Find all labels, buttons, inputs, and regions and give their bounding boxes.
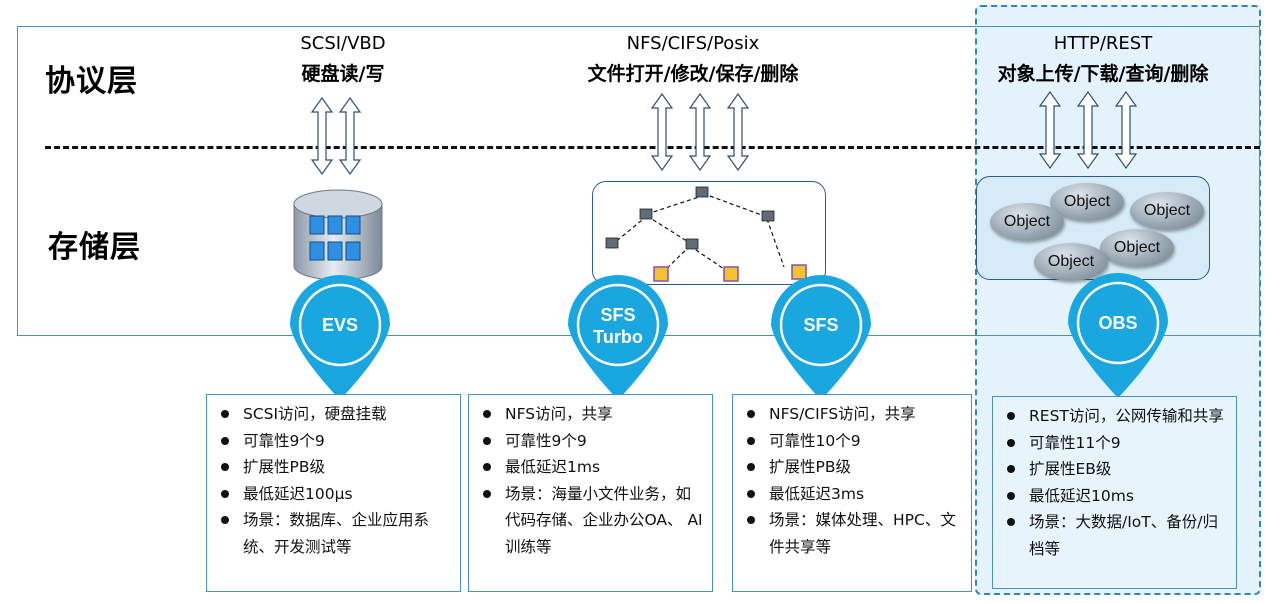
evs-pin-icon: [290, 275, 390, 400]
protocol-layer-label: 协议层: [45, 64, 138, 99]
computer-icon: [685, 238, 699, 250]
object-bubble: Object: [1050, 183, 1124, 221]
feature-item: 场景：大数据/IoT、备份/归档等: [1005, 509, 1228, 562]
protocol-block-evs: SCSI/VBD 硬盘读/写: [243, 32, 443, 88]
computer-icons: [605, 186, 775, 250]
feature-item: 可靠性11个9: [1005, 430, 1228, 457]
file-network-panel: [592, 181, 826, 285]
file-icon: [653, 266, 669, 282]
computer-icon: [761, 210, 775, 222]
object-bubble: Object: [1130, 192, 1204, 230]
protocol-ops: 文件打开/修改/保存/删除: [587, 63, 799, 85]
pin-label-evs: EVS: [321, 315, 359, 335]
feature-box-evs: SCSI访问，硬盘挂载 可靠性9个9 扩展性PB级 最低延迟100μs 场景：数…: [206, 394, 461, 592]
feature-item: 可靠性9个9: [219, 428, 452, 455]
file-icon: [723, 266, 739, 282]
computer-icon: [695, 186, 709, 198]
feature-item: NFS/CIFS访问，共享: [745, 401, 963, 428]
object-bubble: Object: [1034, 243, 1108, 281]
feature-box-sfs: NFS/CIFS访问，共享 可靠性10个9 扩展性PB级 最低延迟3ms 场景：…: [732, 394, 972, 592]
sfs-turbo-pin-icon: [568, 275, 668, 400]
feature-item: 场景：数据库、企业应用系统、开发测试等: [219, 507, 452, 560]
feature-item: NFS访问，共享: [481, 401, 704, 428]
computer-icon: [639, 208, 653, 220]
protocol-block-sfs: NFS/CIFS/Posix 文件打开/修改/保存/删除: [548, 32, 838, 88]
feature-item: 扩展性EB级: [1005, 456, 1228, 483]
protocol-name: HTTP/REST: [1053, 33, 1153, 54]
sfs-pin-icon: [771, 275, 871, 400]
protocol-block-obs: HTTP/REST 对象上传/下载/查询/删除: [958, 32, 1248, 88]
feature-item: 扩展性PB级: [745, 454, 963, 481]
protocol-ops: 硬盘读/写: [301, 63, 385, 85]
feature-item: 场景：媒体处理、HPC、文件共享等: [745, 507, 963, 560]
protocol-ops: 对象上传/下载/查询/删除: [997, 63, 1209, 85]
object-bubble: Object: [1100, 229, 1174, 267]
feature-item: 扩展性PB级: [219, 454, 452, 481]
feature-list: SCSI访问，硬盘挂载 可靠性9个9 扩展性PB级 最低延迟100μs 场景：数…: [219, 401, 452, 560]
protocol-name: SCSI/VBD: [300, 33, 386, 54]
feature-item: 最低延迟3ms: [745, 481, 963, 508]
file-icon: [791, 264, 807, 280]
file-icons: [653, 264, 807, 282]
computer-icon: [605, 237, 619, 249]
disk-cylinder-icon: [293, 189, 383, 281]
feature-item: 可靠性9个9: [481, 428, 704, 455]
pin-label-sfs: SFS: [803, 315, 839, 335]
file-network-diagram: [605, 186, 807, 282]
obs-pin-icon: [1068, 273, 1168, 398]
feature-item: 最低延迟1ms: [481, 454, 704, 481]
feature-item: REST访问，公网传输和共享: [1005, 403, 1228, 430]
feature-box-sfs-turbo: NFS访问，共享 可靠性9个9 最低延迟1ms 场景：海量小文件业务，如代码存储…: [468, 394, 713, 592]
layer-divider: [45, 146, 1260, 149]
pin-label-obs: OBS: [1098, 313, 1138, 333]
feature-box-obs: REST访问，公网传输和共享 可靠性11个9 扩展性EB级 最低延迟10ms 场…: [992, 396, 1237, 589]
feature-list: NFS访问，共享 可靠性9个9 最低延迟1ms 场景：海量小文件业务，如代码存储…: [481, 401, 704, 560]
storage-layer-label: 存储层: [48, 230, 141, 265]
feature-item: 场景：海量小文件业务，如代码存储、企业办公OA、 AI训练等: [481, 481, 704, 561]
feature-list: NFS/CIFS访问，共享 可靠性10个9 扩展性PB级 最低延迟3ms 场景：…: [745, 401, 963, 560]
object-bubble: Object: [990, 203, 1064, 241]
protocol-name: NFS/CIFS/Posix: [626, 33, 760, 54]
feature-item: 可靠性10个9: [745, 428, 963, 455]
feature-item: SCSI访问，硬盘挂载: [219, 401, 452, 428]
feature-list: REST访问，公网传输和共享 可靠性11个9 扩展性EB级 最低延迟10ms 场…: [1005, 403, 1228, 562]
feature-item: 最低延迟100μs: [219, 481, 452, 508]
feature-item: 最低延迟10ms: [1005, 483, 1228, 510]
